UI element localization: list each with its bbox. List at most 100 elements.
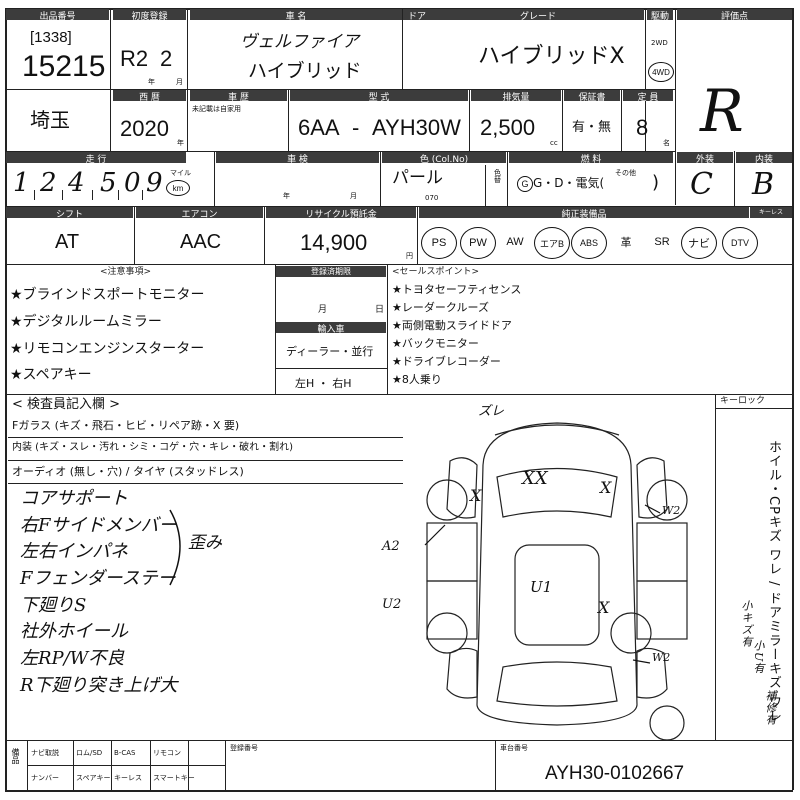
- cc-value: 2,500: [480, 115, 536, 140]
- footer-flag-bottom: キーレス: [114, 774, 142, 782]
- recycle-value: 14,900: [300, 230, 368, 255]
- color-change-label: 色 替: [494, 169, 501, 184]
- year-label: 西 暦: [139, 93, 160, 103]
- footer-flag-bottom: スペアキー: [76, 774, 111, 782]
- fuel-g: G: [521, 179, 529, 189]
- drive-label: 駆動: [650, 12, 669, 22]
- import-label: 輸入車: [317, 325, 345, 335]
- shaken-month-unit: 月: [350, 192, 357, 200]
- history-label: 車 歴: [228, 93, 249, 103]
- equip-label: 純正装備品: [561, 210, 607, 220]
- right-front-wheel: [646, 479, 688, 521]
- cc-unit: cc: [550, 139, 558, 147]
- equipment-item: エアB: [534, 227, 570, 259]
- notes-label: <注意事項>: [100, 267, 152, 277]
- note-item: ★スペアキー: [10, 367, 92, 383]
- first-reg-label: 初度登録: [131, 12, 168, 22]
- exterior-grade: C: [690, 167, 713, 202]
- grade-value: ハイブリッドX: [478, 44, 625, 69]
- equipment-item: DTV: [722, 227, 758, 259]
- warranty-label: 保証書: [578, 93, 606, 103]
- note-item: ★リモコンエンジンスターター: [10, 341, 205, 357]
- equipment-item: PW: [460, 227, 496, 259]
- recycle-unit: 円: [406, 252, 413, 260]
- left-rear-wheel: [426, 612, 468, 654]
- note-item: ★デジタルルームミラー: [10, 314, 162, 330]
- fuel-label: 燃 料: [580, 155, 602, 165]
- roof-outline: [514, 544, 600, 646]
- shaken-label: 車 検: [287, 155, 308, 165]
- handle-value: 左H ・ 右H: [295, 377, 352, 390]
- mileage-digit: 1: [13, 168, 30, 198]
- sales-label: <セールスポイント>: [392, 267, 480, 277]
- footer-flag-bottom: スマートキー: [153, 774, 195, 782]
- model-code: AYH30W: [372, 115, 461, 140]
- interior-grade: B: [752, 167, 775, 202]
- drive-2wd: 2WD: [651, 39, 668, 47]
- footer-flag-top: ナビ取説: [31, 749, 59, 757]
- fuel-text: G・D・電気(: [533, 176, 605, 190]
- diagram-mark: ズレ: [478, 404, 505, 419]
- windshield-outline: [496, 467, 618, 518]
- right-rear-fender: [636, 647, 668, 699]
- right-side-hand: 補修有: [764, 690, 777, 726]
- fuel-close: ): [652, 172, 660, 193]
- ac-value: AAC: [180, 231, 222, 253]
- sales-item: ★両側電動スライドドア: [392, 319, 512, 332]
- sales-item: ★8人乗り: [392, 373, 442, 386]
- leader-line: [632, 659, 651, 664]
- warranty-value: 有・無: [572, 120, 612, 135]
- footer-divider: [150, 740, 151, 790]
- footer-side-label: 備品: [11, 748, 20, 764]
- import-value: ディーラー・並行: [286, 345, 374, 358]
- sales-item: ★トヨタセーフティセンス: [392, 283, 522, 296]
- reg-month: 月: [318, 305, 328, 315]
- inspect-line: Fガラス (キズ・飛石・ヒビ・リペア跡・X 要): [12, 419, 240, 432]
- history-note: 未記載は自家用: [192, 105, 241, 113]
- front-bumper: [494, 424, 620, 436]
- model-prefix: 6AA: [298, 115, 340, 140]
- handwritten-line: 左RP/W不良: [20, 648, 125, 669]
- km-circle: km: [166, 180, 190, 196]
- chassis-label: 車台番号: [500, 744, 528, 752]
- handwritten-line: 社外ホイール: [20, 621, 128, 642]
- first-reg-month-unit: 月: [176, 78, 183, 86]
- keylock-label: キーロック: [720, 396, 766, 406]
- color-label: 色 (Col.No): [419, 155, 469, 165]
- car-body-outline: [476, 422, 638, 726]
- footer-flag-top: ロム/SD: [76, 749, 103, 757]
- mileage-digit: 4: [68, 168, 85, 198]
- model-dash: -: [352, 115, 360, 140]
- grade-label: グレード: [519, 12, 556, 22]
- shaken-year-unit: 年: [283, 192, 290, 200]
- right-front-door: [636, 522, 688, 582]
- footer-divider: [111, 740, 112, 790]
- first-reg-year-unit: 年: [148, 78, 155, 86]
- right-front-fender: [636, 457, 668, 519]
- right-side-hand: 小U有: [752, 640, 765, 675]
- bracket-note: 歪み: [188, 533, 222, 553]
- mileage-digit: 9: [146, 168, 163, 198]
- equipment-item: PS: [421, 227, 457, 259]
- sales-item: ★ドライブレコーダー: [392, 355, 501, 368]
- score-value: R: [700, 77, 744, 145]
- right-side-vertical: ホイル・CPキズ ワレ / ドアミラーキズ ワレ: [766, 440, 781, 723]
- reg-no-label: 登録番号: [230, 744, 258, 752]
- footer-flag-top: リモコン: [153, 749, 181, 757]
- diagram-mark: X: [600, 478, 612, 497]
- left-front-fender: [446, 457, 478, 519]
- interior-label: 内装: [754, 155, 773, 165]
- mileage-digit: 5: [100, 168, 117, 198]
- inspect-line: オーディオ (無し・穴) / タイヤ (スタッドレス): [12, 465, 244, 478]
- equipment-item: ABS: [571, 227, 607, 259]
- handwritten-line: コアサポート: [20, 488, 128, 509]
- shift-label: シフト: [55, 210, 83, 220]
- mileage-label: 走 行: [85, 155, 107, 165]
- lot-number: 15215: [22, 50, 106, 83]
- equipment-item: SR: [645, 227, 679, 257]
- sales-item: ★レーダークルーズ: [392, 301, 489, 314]
- handwritten-line: 右Fサイドメンバー: [20, 515, 177, 536]
- diagram-mark: X: [598, 598, 610, 617]
